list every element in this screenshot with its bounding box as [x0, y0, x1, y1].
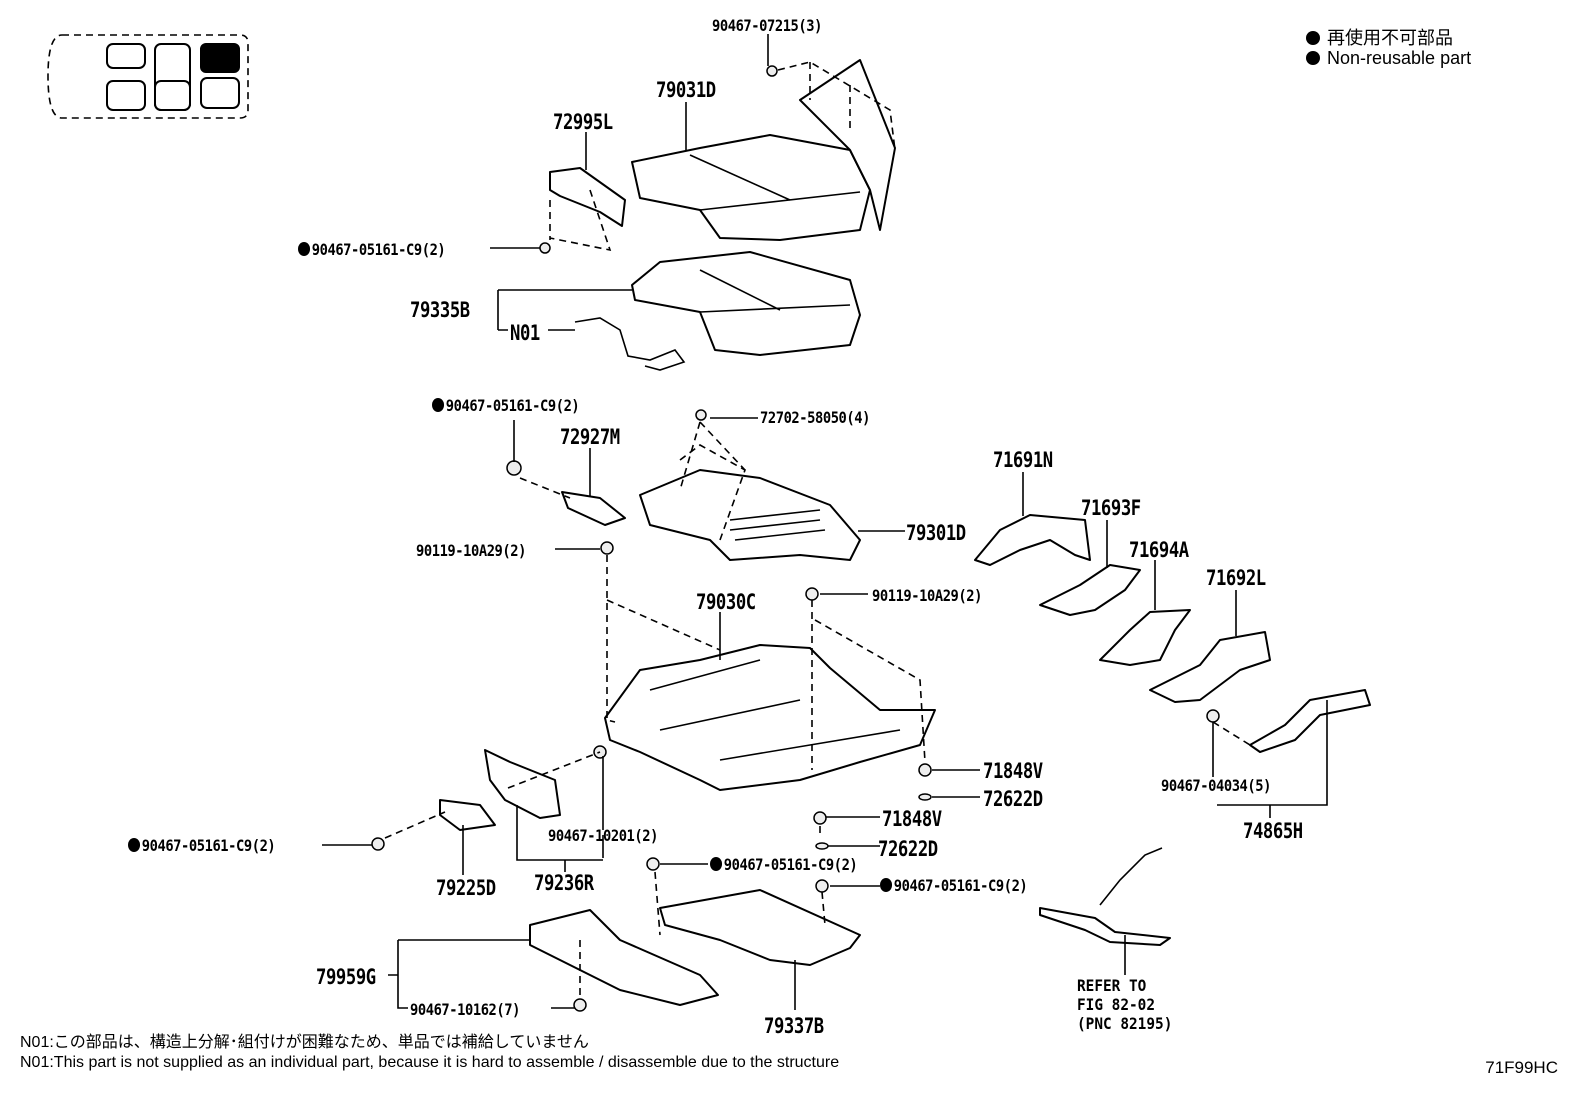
- part-label[interactable]: 90467-05161-C9(2): [128, 836, 276, 855]
- installation-dashed-lines: [384, 61, 1251, 998]
- seat-location-indicator: [47, 34, 249, 119]
- part-label[interactable]: 90119-10A29(2): [416, 541, 526, 560]
- part-label[interactable]: 90467-10162(7): [410, 1000, 520, 1019]
- part-label[interactable]: 79236R: [534, 871, 594, 895]
- seat-track-cover-71693F: [1039, 564, 1141, 616]
- part-label[interactable]: 79301D: [906, 521, 966, 545]
- seat-track-cover-71692L: [1149, 631, 1271, 703]
- seat-switch-bezel: [439, 799, 496, 831]
- part-label[interactable]: 79031D: [656, 78, 716, 102]
- legend-non-reusable-en: Non-reusable part: [1306, 48, 1471, 69]
- leader-lines: [322, 34, 1328, 1010]
- seat-track-cover-71694A: [1099, 609, 1191, 666]
- part-label[interactable]: 72622D: [878, 837, 938, 861]
- part-label[interactable]: 90467-04034(5): [1161, 776, 1271, 795]
- part-label[interactable]: 79337B: [764, 1014, 824, 1038]
- part-label[interactable]: 90467-05161-C9(2): [880, 876, 1028, 895]
- seat-under-cover-79959G: [529, 909, 719, 1006]
- legend-dot-icon: [1306, 51, 1320, 65]
- part-label[interactable]: 71693F: [1081, 496, 1141, 520]
- part-label[interactable]: 71694A: [1129, 538, 1189, 562]
- part-label[interactable]: 90119-10A29(2): [872, 586, 982, 605]
- refer-to-note[interactable]: REFER TO FIG 82-02 (PNC 82195): [1077, 976, 1172, 1033]
- refer-line-3: (PNC 82195): [1077, 1014, 1173, 1033]
- seat-track-cover-71691N: [974, 514, 1091, 566]
- seat-cushion-shield: [549, 167, 626, 227]
- seat-heater-harness: [574, 317, 686, 371]
- part-label[interactable]: 74865H: [1243, 819, 1303, 843]
- part-label[interactable]: 79225D: [436, 876, 496, 900]
- part-label[interactable]: 79030C: [696, 590, 756, 614]
- footnote-ja: N01:この部品は、構造上分解･組付けが困難なため、単品では補給していません: [20, 1034, 589, 1051]
- part-label[interactable]: 90467-05161-C9(2): [710, 855, 858, 874]
- part-label[interactable]: 79335B: [410, 298, 470, 322]
- seat-cushion-pad: [631, 251, 861, 356]
- part-label[interactable]: 72995L: [553, 110, 613, 134]
- footnote-en: N01:This part is not supplied as an indi…: [20, 1054, 840, 1071]
- figure-code: 71F99HC: [1485, 1058, 1558, 1077]
- seat-track-cover-74865H: [1249, 689, 1371, 753]
- part-label[interactable]: 72622D: [983, 787, 1043, 811]
- seat-adjuster-frame: [639, 444, 861, 561]
- part-label[interactable]: 71848V: [882, 807, 942, 831]
- seat-side-shield: [484, 749, 561, 819]
- part-label[interactable]: 72702-58050(4): [760, 408, 870, 427]
- refer-line-2: FIG 82-02: [1077, 995, 1156, 1014]
- referenced-harness: [1039, 907, 1171, 946]
- seat-cushion-cover: [631, 59, 896, 241]
- part-label[interactable]: 72927M: [560, 425, 620, 449]
- fasteners: [371, 65, 1220, 1012]
- refer-line-1: REFER TO: [1077, 976, 1147, 995]
- seat-bracket: [561, 491, 626, 526]
- part-label[interactable]: 71848V: [983, 759, 1043, 783]
- seat-cushion-frame: [604, 644, 936, 791]
- part-label[interactable]: 90467-05161-C9(2): [432, 396, 580, 415]
- seat-under-cover-79337B: [659, 889, 861, 966]
- part-label[interactable]: 90467-05161-C9(2): [298, 240, 446, 259]
- legend-non-reusable-ja: 再使用不可部品: [1306, 24, 1453, 50]
- part-label[interactable]: 79959G: [316, 965, 376, 989]
- part-label[interactable]: 71691N: [993, 448, 1053, 472]
- part-label[interactable]: 90467-10201(2): [548, 826, 658, 845]
- part-label[interactable]: N01: [510, 321, 540, 345]
- part-label[interactable]: 71692L: [1206, 566, 1266, 590]
- legend-dot-icon: [1306, 31, 1320, 45]
- part-label[interactable]: 90467-07215(3): [712, 16, 822, 35]
